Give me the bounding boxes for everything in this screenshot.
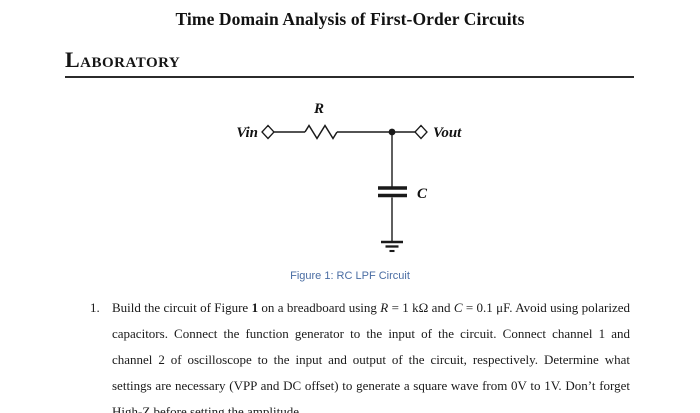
instruction-segment: = 1 kΩ and xyxy=(388,300,454,315)
instruction-segment: = 0.1 μF. Avoid using polarized capacito… xyxy=(112,300,630,413)
ground-icon xyxy=(381,240,403,253)
section-heading-rule: Laboratory xyxy=(65,47,634,78)
vout-label: Vout xyxy=(433,125,462,141)
list-item-number: 1. xyxy=(90,300,100,315)
vin-terminal-icon xyxy=(261,124,275,140)
document-title: Time Domain Analysis of First-Order Circ… xyxy=(175,9,525,29)
vin-label: Vin xyxy=(236,125,258,141)
resistor-label: R xyxy=(313,101,324,117)
circuit-schematic: Vin R Vout C xyxy=(236,101,462,253)
capacitor-label: C xyxy=(417,186,428,202)
instruction-segment: on a breadboard using xyxy=(258,300,381,315)
figure-ref-bold: 1 xyxy=(251,300,259,315)
resistor-var: R xyxy=(380,300,389,315)
vout-terminal-icon xyxy=(414,124,428,140)
section-heading-label: Laboratory xyxy=(65,47,181,72)
instruction-text: Build the circuit of Figure 1 on a bread… xyxy=(112,295,630,413)
rc-lpf-circuit-figure: Vin R Vout C xyxy=(220,92,490,260)
resistor-symbol xyxy=(304,124,338,140)
instruction-list-item: 1. Build the circuit of Figure 1 on a br… xyxy=(90,295,630,413)
capacitor-var: C xyxy=(453,300,463,315)
instruction-segment: Build the circuit of Figure xyxy=(112,300,252,315)
figure-caption: Figure 1: RC LPF Circuit xyxy=(290,270,410,282)
